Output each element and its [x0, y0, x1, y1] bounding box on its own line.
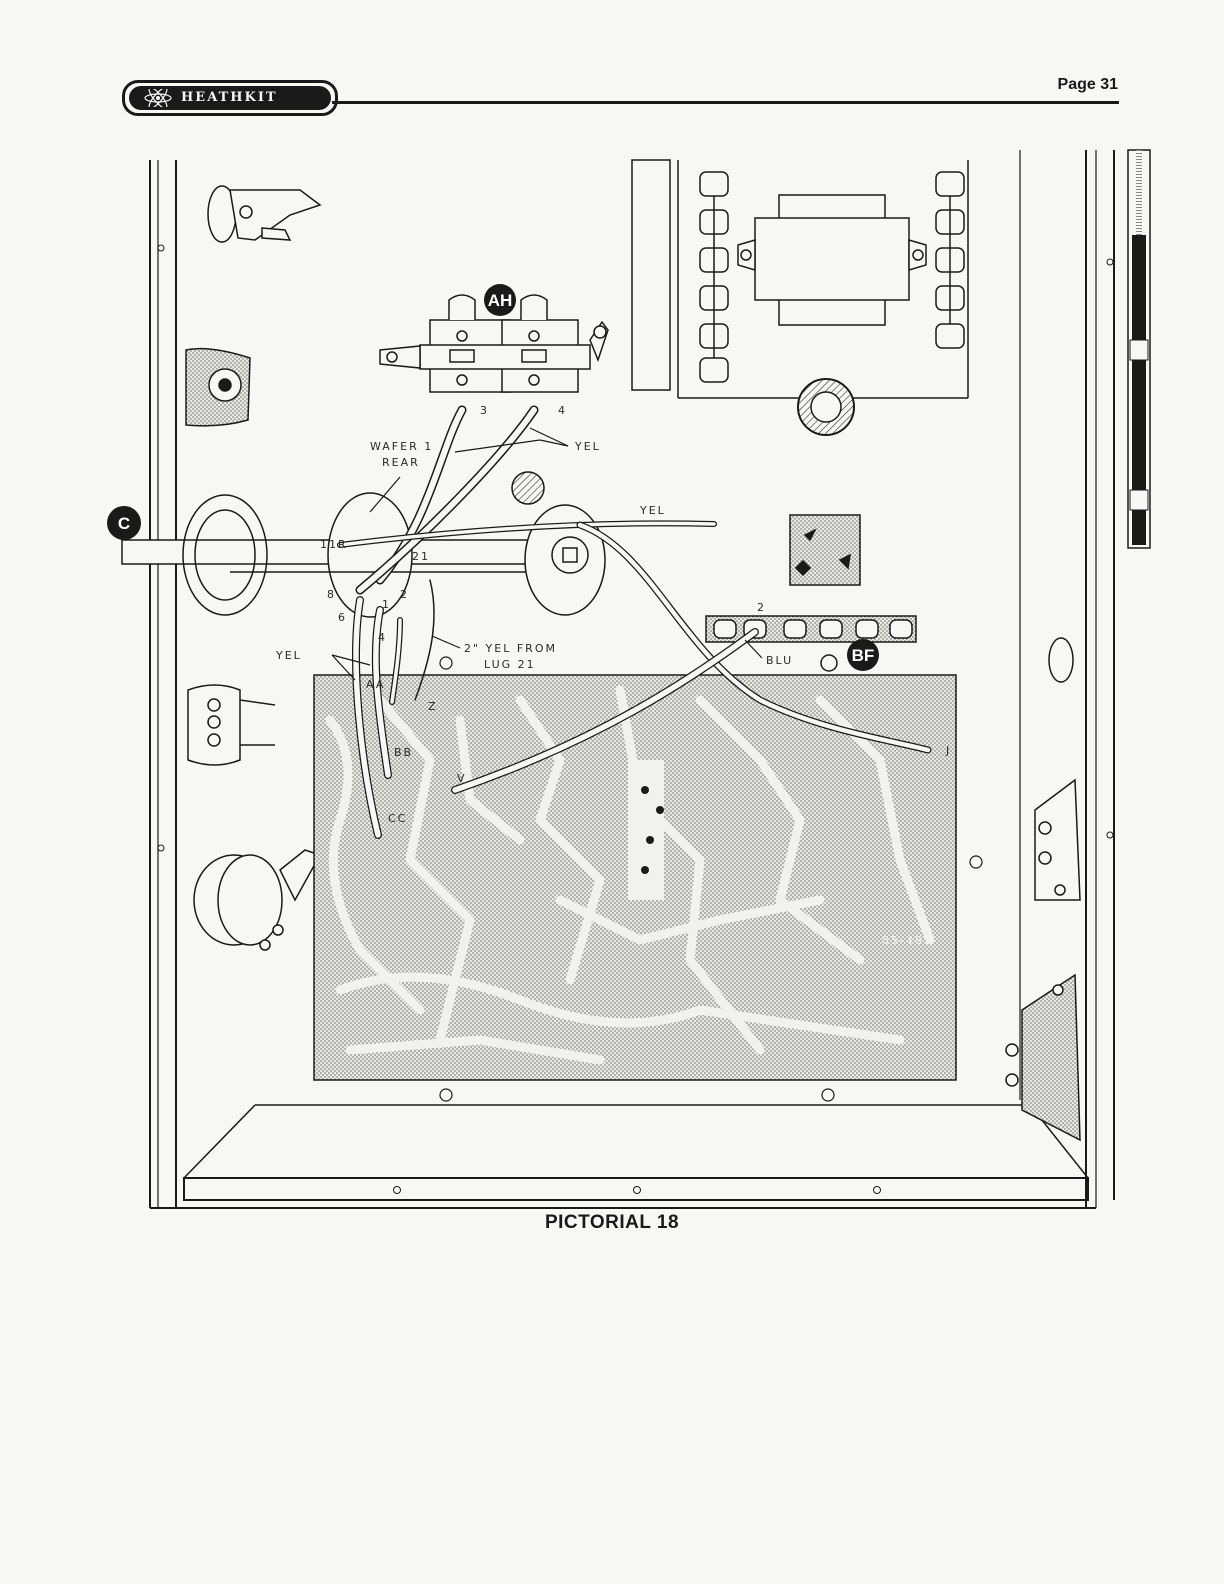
ah-badge-text: AH: [488, 291, 513, 310]
c-badge: C: [107, 506, 141, 540]
figure-caption: PICTORIAL 18: [0, 1212, 1224, 1234]
control-pot-upper: [186, 349, 250, 426]
point-v-label: V: [457, 772, 467, 785]
point-cc-label: CC: [388, 812, 407, 825]
wafer-label-line1: WAFER 1: [370, 440, 433, 453]
side-shaft: [1128, 150, 1150, 548]
control-jack-top: [208, 186, 320, 242]
yel-from-line2: LUG 21: [484, 658, 536, 671]
lug-4-label: 4: [558, 404, 567, 417]
bf-badge-text: BF: [852, 646, 875, 665]
switch-11r-label: 11R: [320, 538, 348, 551]
grommet: [798, 379, 854, 435]
bf-badge: BF: [847, 639, 879, 671]
c-badge-text: C: [118, 514, 130, 533]
switch-21-label: 21: [412, 550, 430, 563]
control-pot-middle: [188, 685, 275, 765]
switch-6-label: 6: [338, 611, 347, 624]
lug-3-label: 3: [480, 404, 489, 417]
switch-1-label: 1: [382, 598, 391, 611]
point-j-label: J: [945, 744, 951, 757]
switch-2-label: 2: [400, 588, 409, 601]
point-aa-label: AA: [366, 678, 385, 691]
shaft-bushing: [512, 472, 544, 504]
blu-label: BLU: [766, 654, 793, 667]
board-code: 85-482: [882, 934, 933, 947]
wafer-label-line2: REAR: [382, 456, 420, 469]
ah-badge: AH: [484, 284, 516, 316]
yel-label-left: YEL: [275, 649, 302, 662]
switch-8-label: 8: [327, 588, 336, 601]
yel-label-top: YEL: [574, 440, 601, 453]
control-pot-lower: [194, 850, 320, 950]
strip-lug-2-label: 2: [757, 601, 766, 614]
switch-4-label: 4: [378, 631, 387, 644]
point-bb-label: BB: [394, 746, 413, 759]
right-terminals: [1006, 638, 1080, 1140]
yel-from-line1: 2" YEL FROM: [464, 642, 557, 655]
yel-label-right: YEL: [639, 504, 666, 517]
tube-socket: [790, 515, 860, 585]
point-z-label: Z: [428, 700, 438, 713]
power-transformer: [632, 160, 968, 398]
